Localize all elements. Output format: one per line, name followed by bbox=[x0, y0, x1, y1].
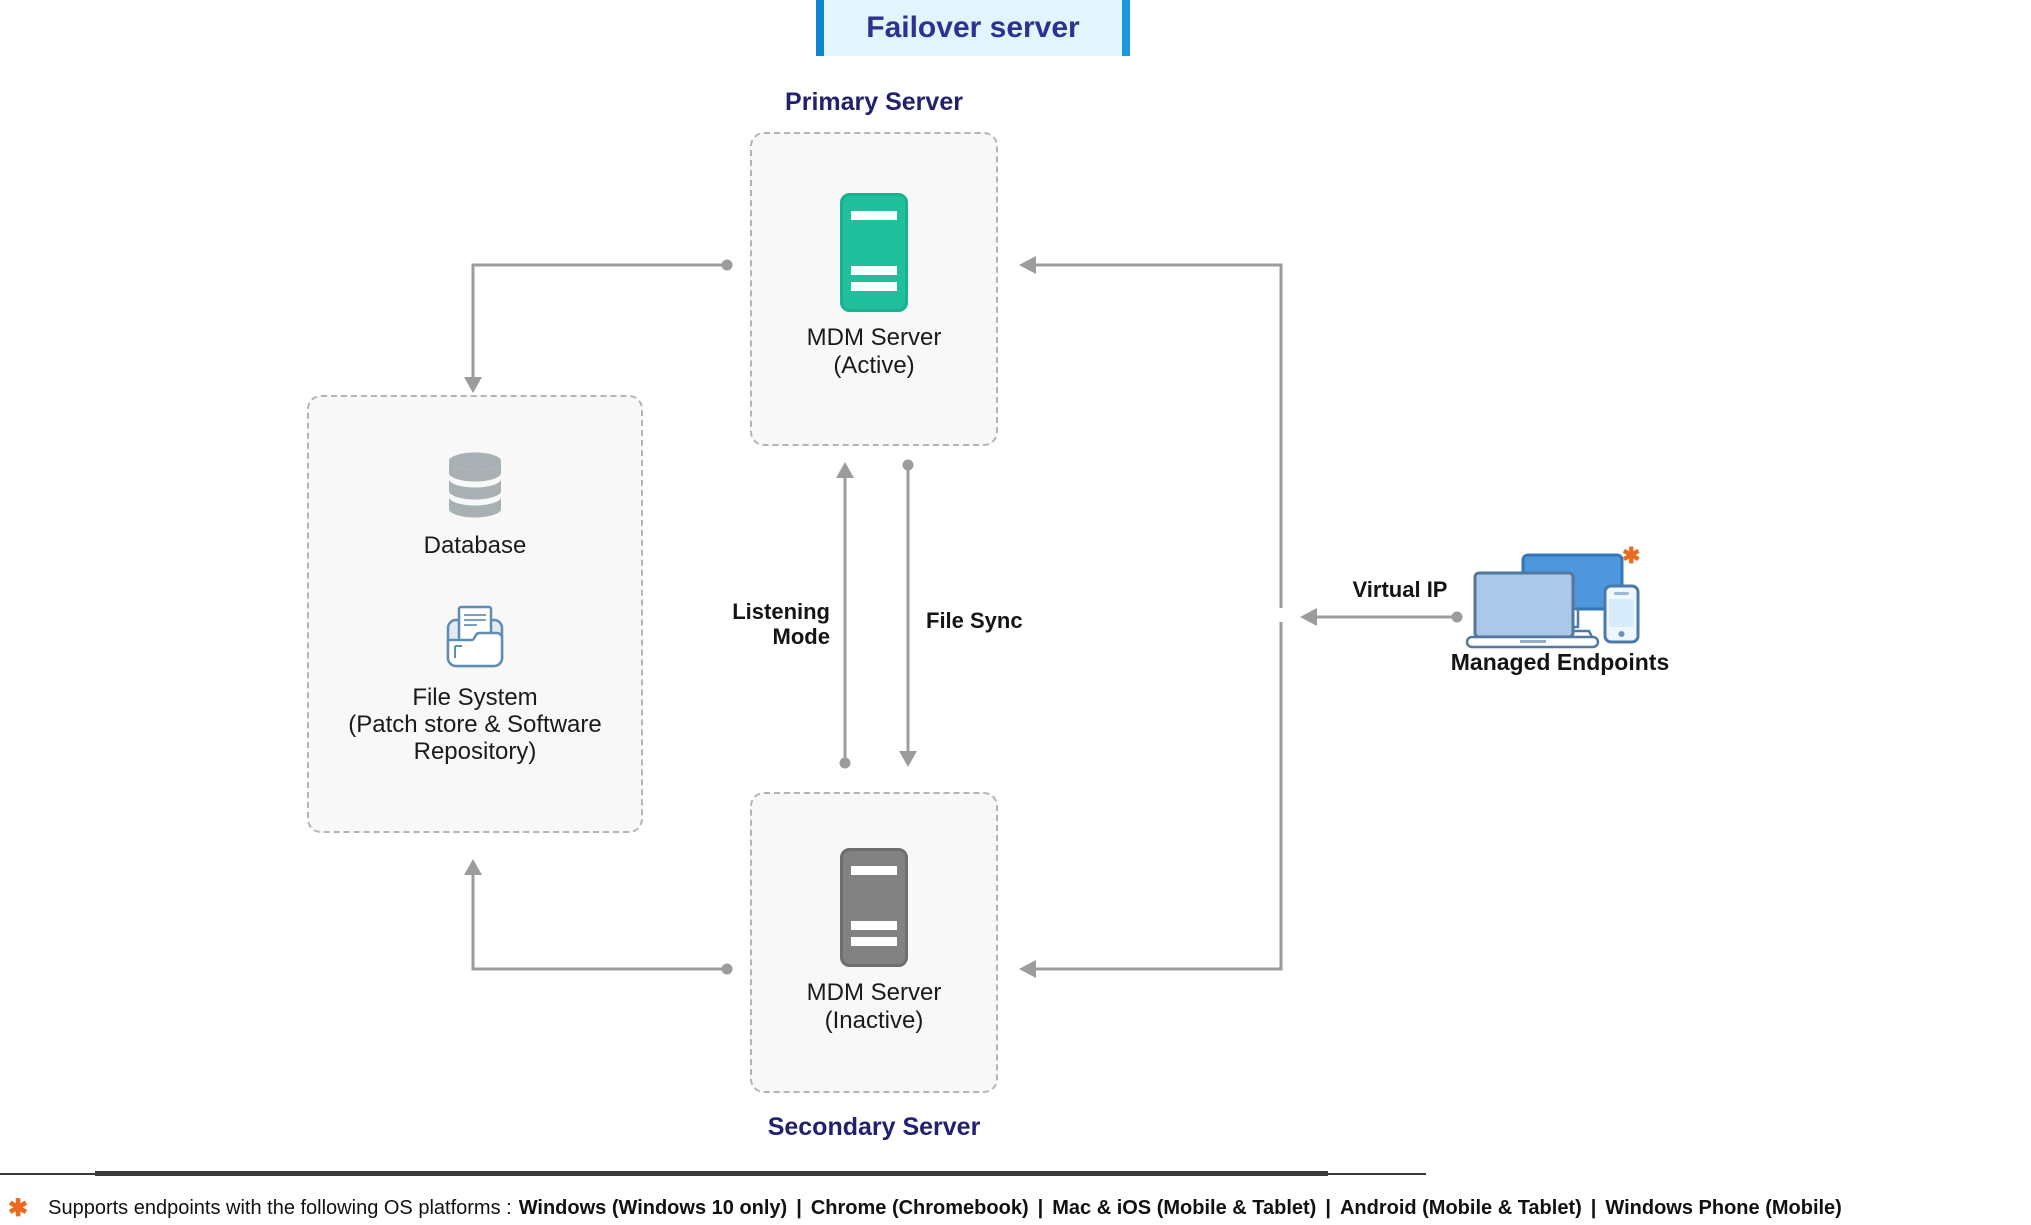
managed-endpoints-devices-icon bbox=[1465, 553, 1640, 649]
file-system-label: File System bbox=[412, 684, 538, 711]
file-system-sub2: Repository) bbox=[413, 738, 537, 765]
arrowhead-left-icon bbox=[1019, 960, 1036, 978]
footer-separator: | bbox=[796, 1197, 802, 1219]
diagram-title-banner: Failover server bbox=[816, 0, 1130, 56]
connector-dot bbox=[721, 963, 733, 975]
secondary-server-name: MDM Server bbox=[806, 979, 942, 1006]
file-system-icon bbox=[446, 605, 504, 668]
phone-screen-icon bbox=[1609, 599, 1634, 627]
primary-server-label: Primary Server bbox=[785, 88, 963, 116]
file-sync-label: File Sync bbox=[926, 608, 1023, 633]
listening-mode-label: Listening Mode bbox=[680, 599, 830, 649]
database-icon bbox=[449, 452, 501, 518]
arrowhead-down-icon bbox=[899, 751, 917, 767]
connector-dot bbox=[721, 259, 733, 271]
inactive-server-icon bbox=[840, 848, 908, 967]
laptop-notch-icon bbox=[1520, 640, 1546, 643]
secondary-server-label: Secondary Server bbox=[767, 1113, 981, 1141]
secondary-to-database-line bbox=[471, 874, 727, 971]
primary-server-box: MDM Server (Active) bbox=[750, 132, 998, 446]
secondary-server-state: (Inactive) bbox=[824, 1007, 924, 1034]
arrowhead-left-icon bbox=[1300, 608, 1317, 626]
diagram-title: Failover server bbox=[866, 11, 1080, 44]
footer-platform: Windows (Windows 10 only) bbox=[518, 1197, 788, 1219]
secondary-server-box: MDM Server (Inactive) bbox=[750, 792, 998, 1093]
endpoints-asterisk-icon: ✱ bbox=[1622, 543, 1641, 568]
footer-platform: Android (Mobile & Tablet) bbox=[1339, 1197, 1582, 1219]
secondary-server-text: MDM Server (Inactive) bbox=[807, 979, 942, 1035]
laptop-screen-icon bbox=[1473, 571, 1575, 639]
primary-server-state: (Active) bbox=[833, 352, 915, 379]
storage-box: Database File System (Patch store & Soft… bbox=[307, 395, 643, 833]
footer-divider-thick bbox=[95, 1171, 1328, 1176]
footer-separator: | bbox=[1325, 1197, 1331, 1219]
primary-server-text: MDM Server (Active) bbox=[807, 324, 942, 380]
footer-note: ✱ Supports endpoints with the following … bbox=[8, 1194, 2028, 1223]
connector-dot bbox=[839, 757, 851, 769]
footer-platform: Windows Phone (Mobile) bbox=[1605, 1197, 1842, 1219]
arrowhead-down-icon bbox=[464, 377, 482, 393]
connector-dot bbox=[1451, 611, 1463, 623]
connector-dot bbox=[902, 459, 914, 471]
phone-speaker-icon bbox=[1614, 592, 1629, 595]
footer-platform: Chrome (Chromebook) bbox=[810, 1197, 1029, 1219]
primary-server-name: MDM Server bbox=[806, 324, 942, 351]
listening-mode-line2: Mode bbox=[772, 624, 830, 649]
managed-endpoints-label: Managed Endpoints bbox=[1450, 649, 1670, 675]
database-label: Database bbox=[423, 532, 527, 559]
file-system-sub1: (Patch store & Software bbox=[348, 711, 602, 738]
listening-mode-line1: Listening bbox=[732, 599, 830, 624]
footer-separator: | bbox=[1037, 1197, 1044, 1219]
footer-prefix: Supports endpoints with the following OS… bbox=[48, 1197, 512, 1219]
virtual-ip-label: Virtual IP bbox=[1352, 577, 1448, 602]
file-system-text: File System (Patch store & Software Repo… bbox=[348, 684, 601, 765]
active-server-icon bbox=[840, 193, 908, 312]
footer-platform: Mac & iOS (Mobile & Tablet) bbox=[1052, 1197, 1317, 1219]
primary-to-database-line bbox=[471, 263, 727, 378]
footer-separator: | bbox=[1590, 1197, 1597, 1219]
arrowhead-up-icon bbox=[464, 859, 482, 875]
virtual-ip-trunk-line bbox=[1035, 263, 1283, 971]
footnote-asterisk-icon: ✱ bbox=[8, 1195, 29, 1222]
phone-home-button-icon bbox=[1618, 631, 1625, 637]
arrowhead-left-icon bbox=[1019, 256, 1036, 274]
arrowhead-up-icon bbox=[836, 462, 854, 478]
